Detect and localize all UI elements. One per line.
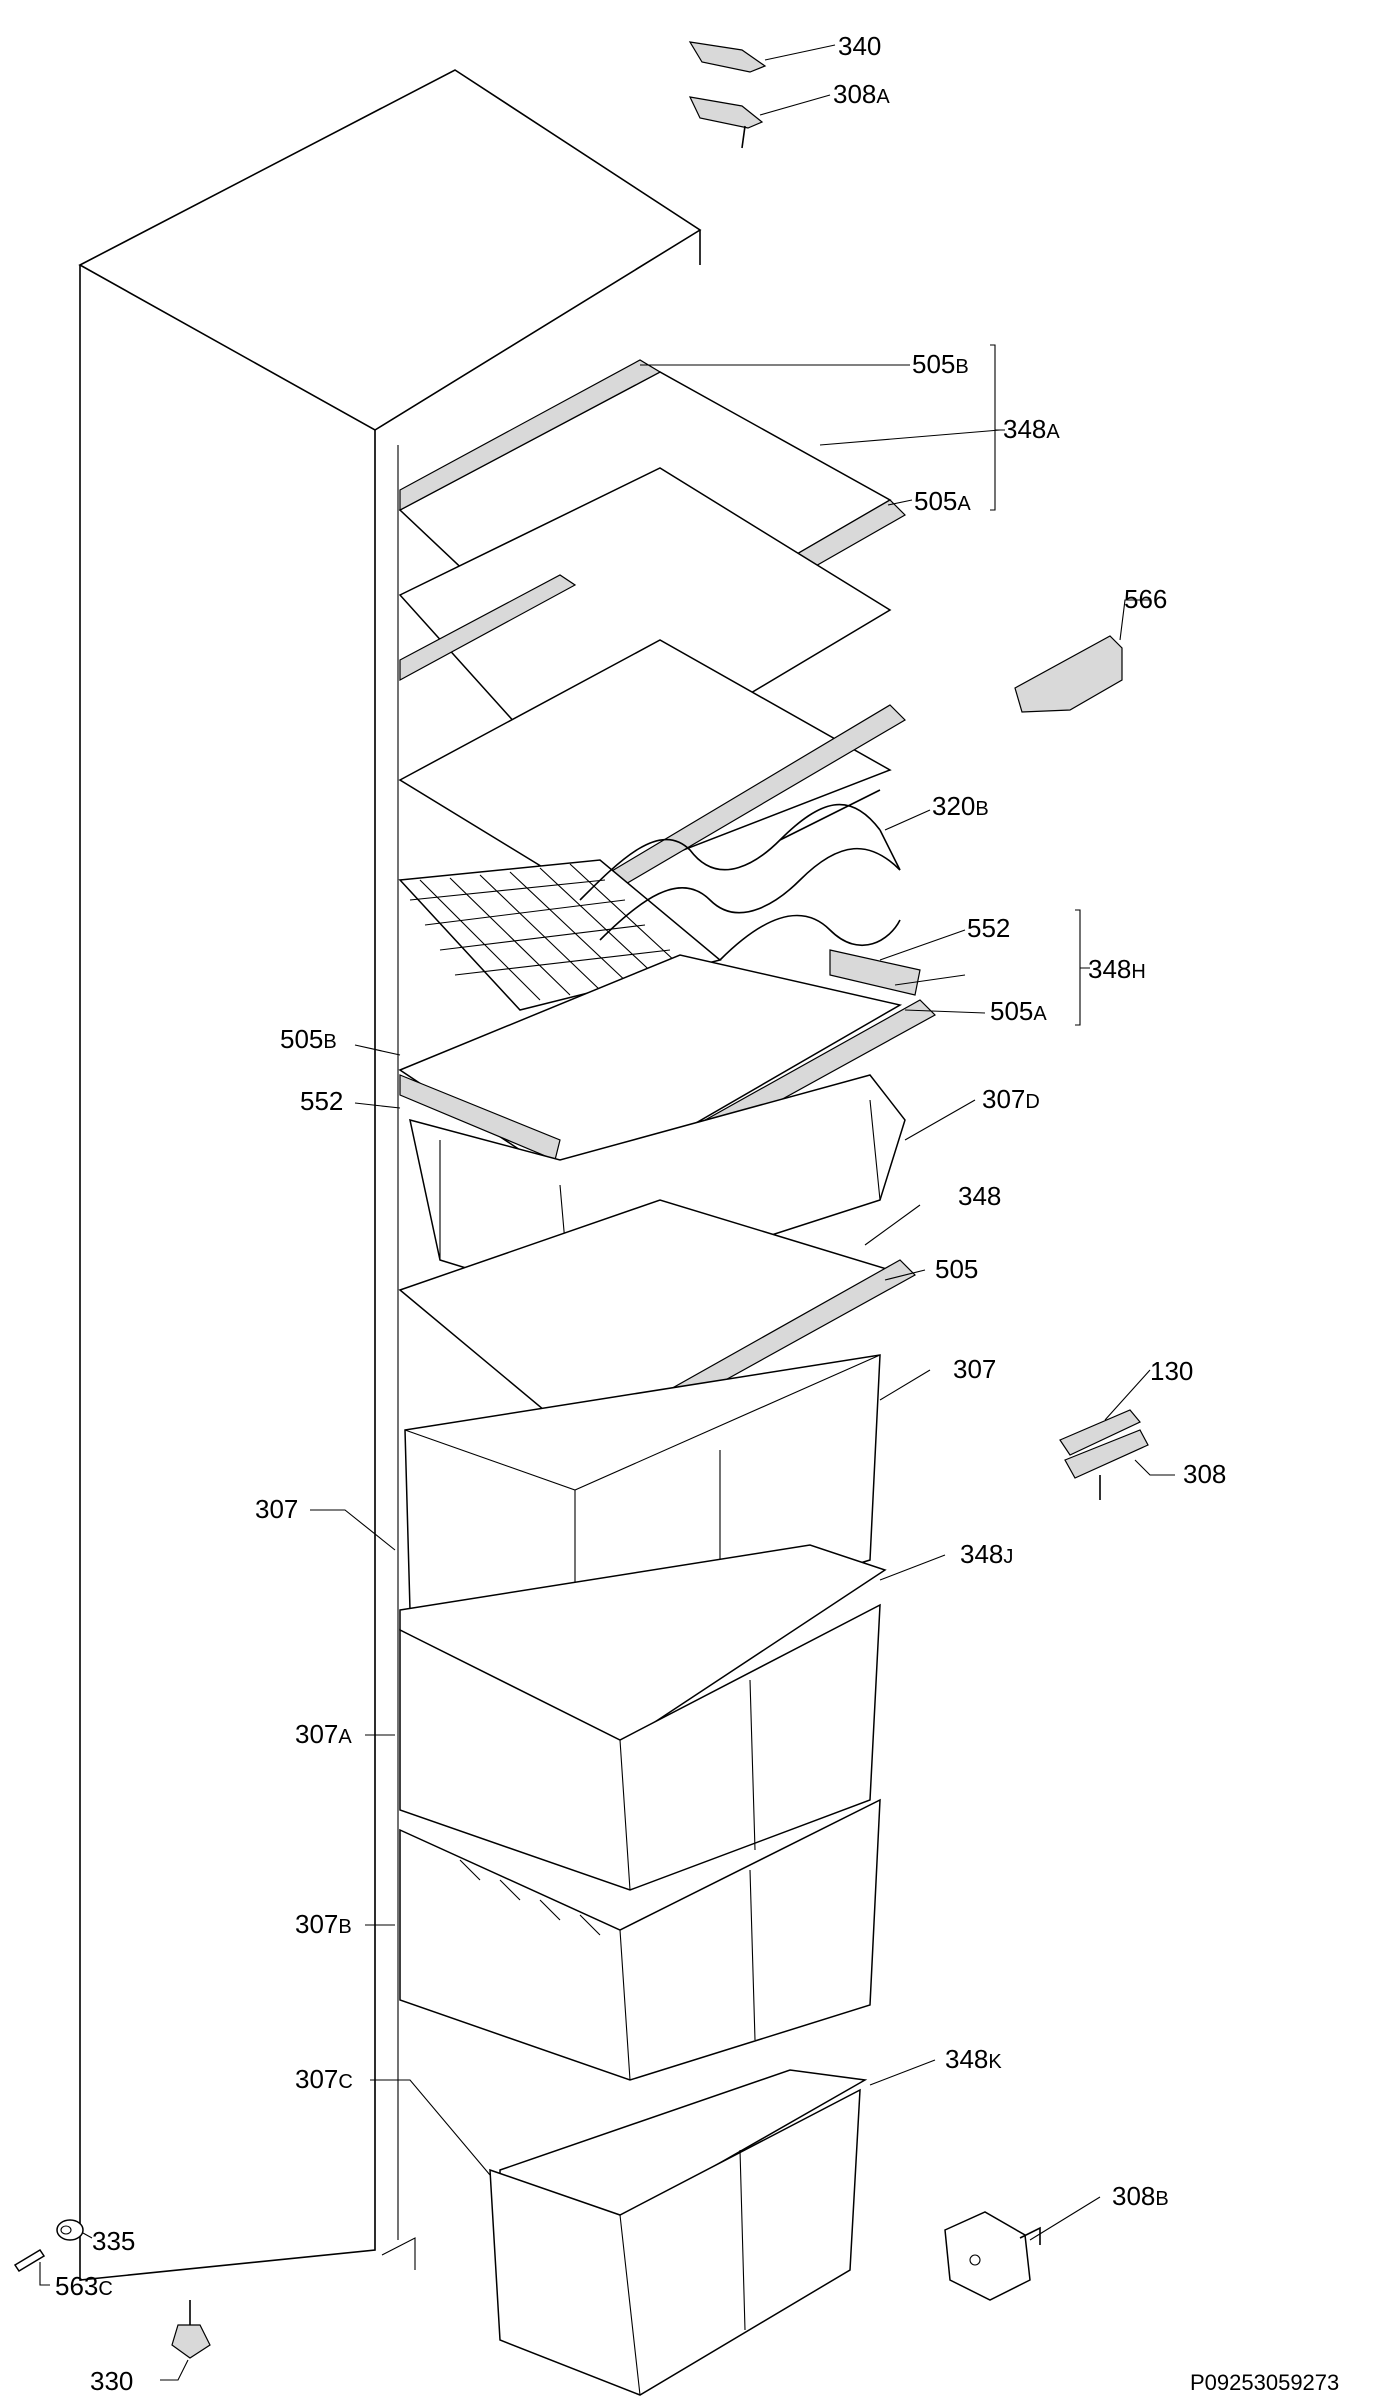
label-505b-left: 505B <box>280 1024 337 1054</box>
label-348: 348 <box>958 1181 1001 1211</box>
label-307c: 307C <box>295 2064 353 2094</box>
foot-330 <box>171 2300 211 2359</box>
spacer-335 <box>56 2219 84 2241</box>
label-308a: 308A <box>833 79 890 109</box>
label-308b: 308B <box>1112 2181 1169 2211</box>
label-505b-top: 505B <box>912 349 969 379</box>
part-labels: 340 308A 505B 348A 505A 566 320B 552 348… <box>55 31 1339 2396</box>
label-320b: 320B <box>932 791 989 821</box>
label-307b: 307B <box>295 1909 352 1939</box>
label-566: 566 <box>1124 584 1167 614</box>
label-330: 330 <box>90 2366 133 2396</box>
label-340: 340 <box>838 31 881 61</box>
label-348k: 348K <box>945 2044 1002 2074</box>
wine-rack-320b <box>579 789 901 961</box>
label-307a: 307A <box>295 1719 352 1749</box>
drawer-307a <box>399 1603 881 1891</box>
hinge-308 <box>1064 1429 1149 1500</box>
label-505a-mid: 505A <box>990 996 1047 1026</box>
hinge-130 <box>1059 1409 1141 1456</box>
glass-shelf-3 <box>398 639 906 906</box>
label-552-left: 552 <box>300 1086 343 1116</box>
glass-shelf-348j <box>399 1544 887 1746</box>
hinge-308a <box>688 96 764 149</box>
label-505: 505 <box>935 1254 978 1284</box>
pin-563c <box>13 2248 46 2273</box>
label-348a: 348A <box>1003 414 1060 444</box>
cabinet <box>78 69 702 2281</box>
leader-lines <box>39 44 1175 2381</box>
diagram-code: P09253059273 <box>1190 2370 1339 2395</box>
label-307-right: 307 <box>953 1354 996 1384</box>
label-307d: 307D <box>982 1084 1040 1114</box>
hinge-308b <box>944 2211 1041 2301</box>
label-307-left: 307 <box>255 1494 298 1524</box>
label-552-right: 552 <box>967 913 1010 943</box>
label-335: 335 <box>92 2226 135 2256</box>
label-130: 130 <box>1150 1356 1193 1386</box>
label-348j: 348J <box>960 1539 1013 1569</box>
label-348h: 348H <box>1088 954 1146 984</box>
label-308: 308 <box>1183 1459 1226 1489</box>
label-505a-top: 505A <box>914 486 971 516</box>
drawer-307c <box>489 2088 861 2396</box>
hinge-cover-340 <box>688 41 767 73</box>
label-563c: 563C <box>55 2271 113 2301</box>
drawer-307b <box>399 1798 881 2081</box>
bracket-566 <box>1014 635 1123 713</box>
